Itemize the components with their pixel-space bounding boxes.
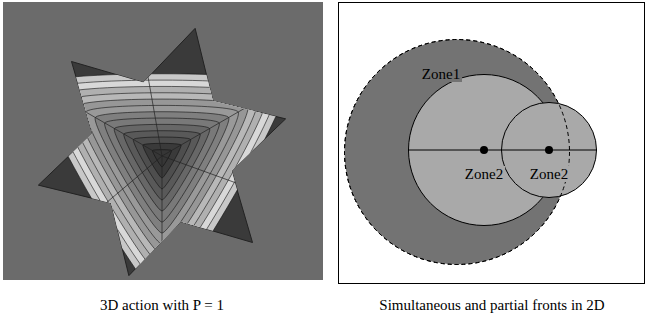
contour-star [38,28,287,299]
zone-label-text: Zone2 [528,166,570,182]
left-panel [3,2,323,280]
circle-outline [501,102,597,198]
panel-caption: Simultaneous and partial fronts in 2D [379,297,604,314]
right-panel [339,3,645,284]
front-circle: Zone2 [501,102,597,198]
zone-label: Zone2 [463,166,505,183]
zone-label: Zone1 [420,66,462,83]
zone-label-text: Zone2 [463,166,505,182]
zone-label-text: Zone1 [420,66,462,82]
panel-caption: 3D action with P = 1 [100,297,224,314]
zone-label: Zone2 [528,166,570,183]
